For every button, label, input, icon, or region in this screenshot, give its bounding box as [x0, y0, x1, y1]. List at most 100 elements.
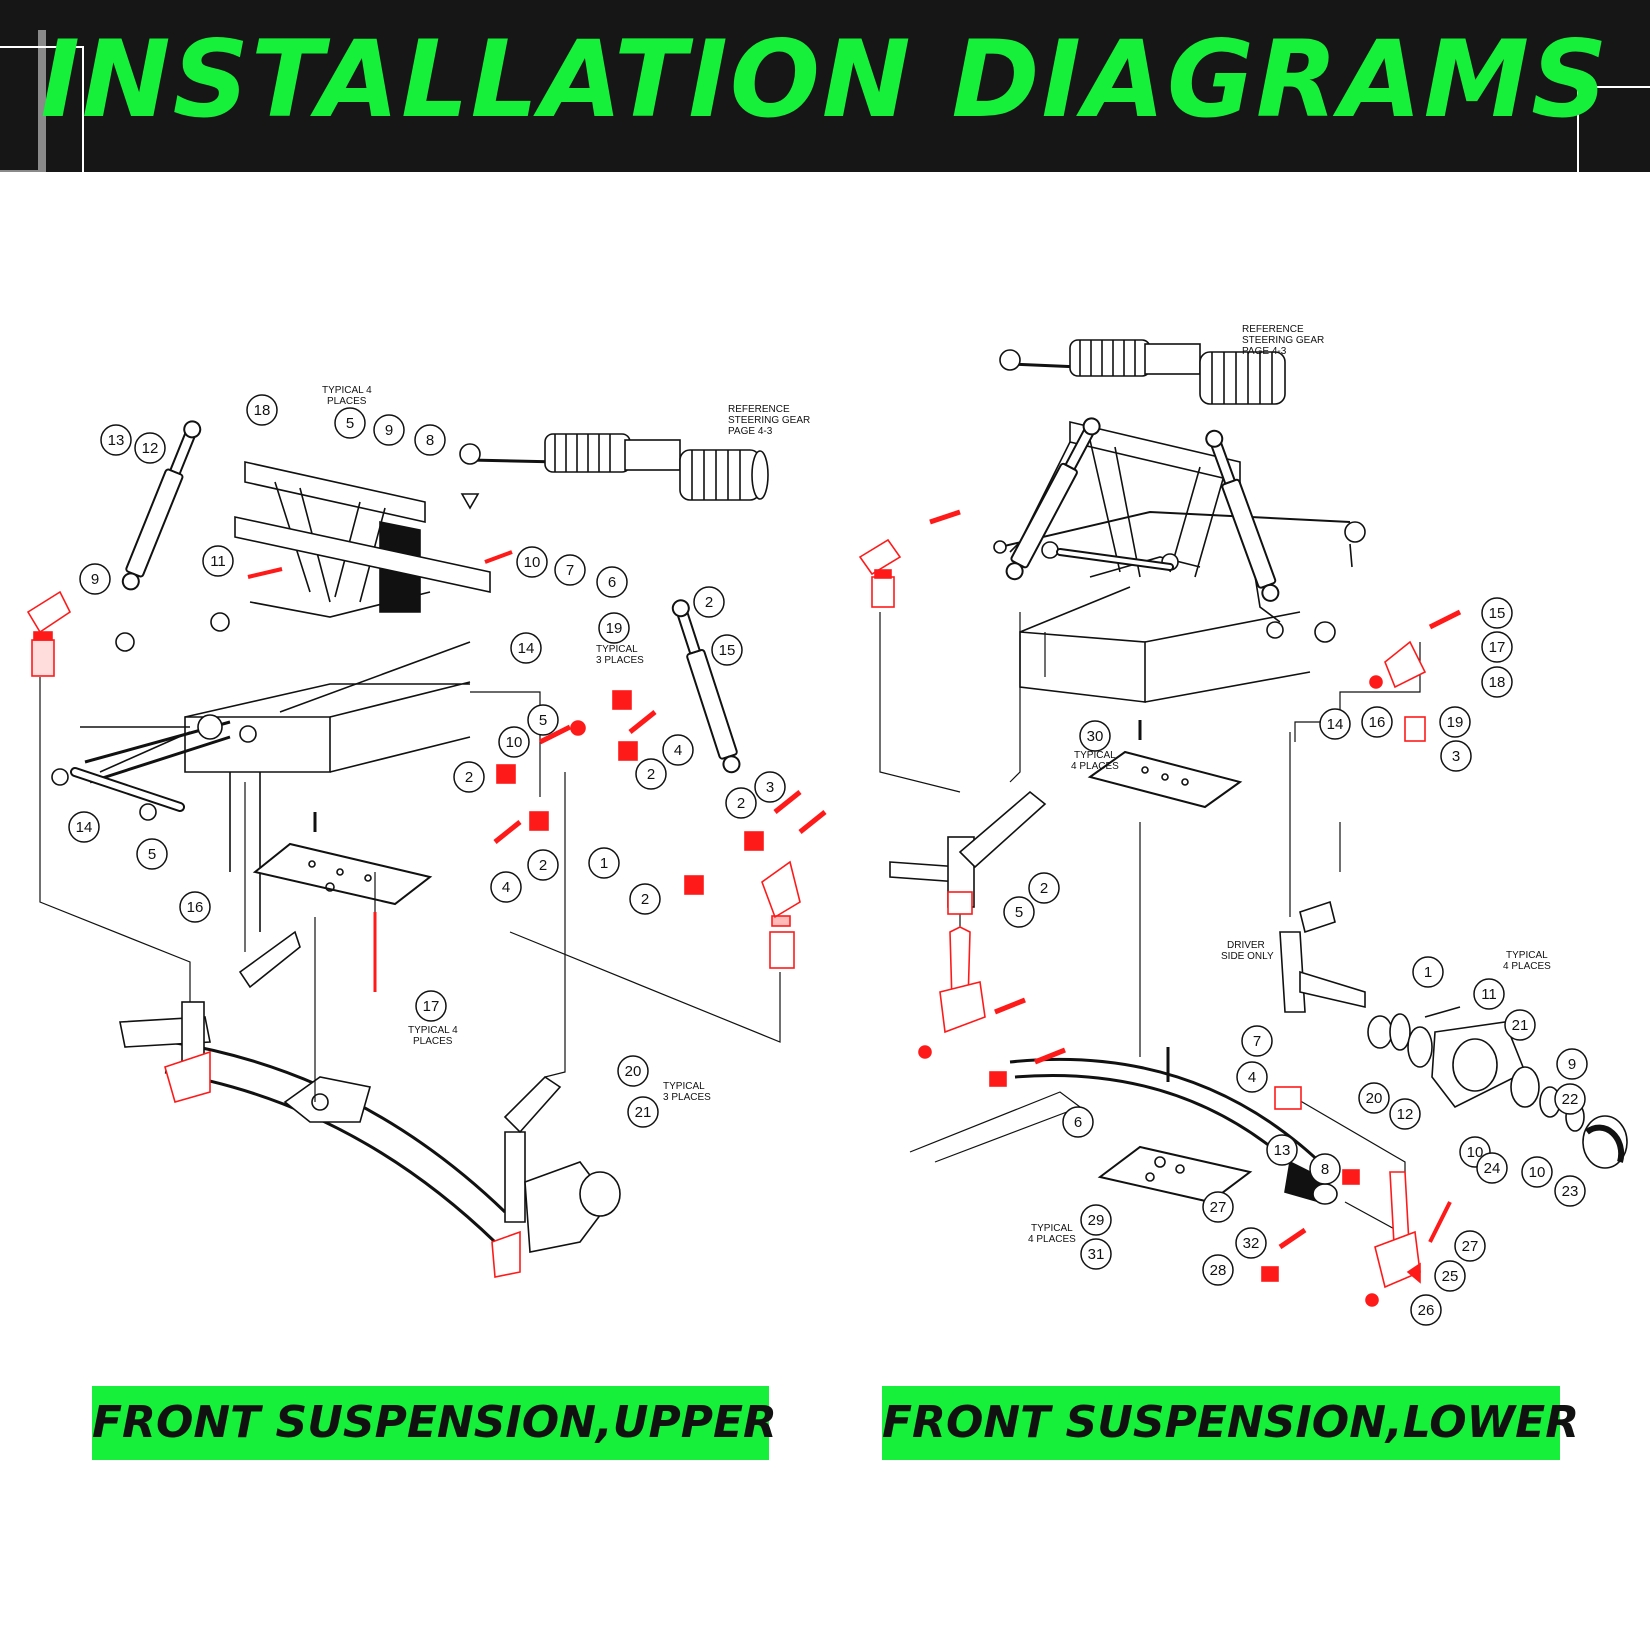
lower-callout-circle-8: [1028, 872, 1060, 904]
upper-callout-circle-10: [596, 566, 628, 598]
lower-callout-circle-28: [1080, 1238, 1112, 1270]
upper-callout-label-31: 21: [635, 1104, 652, 1121]
lower-callout-circle-33: [1410, 1294, 1442, 1326]
note-driver-a: DRIVER: [1227, 940, 1265, 951]
lower-callout-label-16: 12: [1397, 1106, 1414, 1123]
note-typical4-a: TYPICAL: [1074, 750, 1116, 761]
note-typical3b-b: 3 PLACES: [663, 1092, 711, 1103]
lower-callout-circle-22: [1554, 1175, 1586, 1207]
upper-callout-circle-3: [414, 424, 446, 456]
upper-callout-label-25: 2: [539, 857, 547, 874]
upper-callout-label-12: 2: [705, 594, 713, 611]
upper-callout-label-23: 2: [641, 891, 649, 908]
upper-callout-label-9: 7: [566, 562, 574, 579]
lower-callout-circle-1: [1481, 631, 1513, 663]
front-suspension-lower-diagram: [858, 339, 1628, 1307]
right-notes: REFERENCE STEERING GEAR PAGE 4-3 TYPICAL…: [1028, 324, 1551, 1245]
note-ref-a: REFERENCE: [1242, 324, 1304, 335]
upper-callout-circle-17: [453, 761, 485, 793]
lower-callout-circle-12: [1504, 1009, 1536, 1041]
lower-callout-circle-20: [1476, 1152, 1508, 1184]
lower-callout-circle-26: [1202, 1191, 1234, 1223]
lower-callout-circle-18: [1556, 1048, 1588, 1080]
note-typical4c-a: TYPICAL: [1031, 1223, 1073, 1234]
upper-callout-label-0: 18: [254, 402, 271, 419]
upper-callout-circle-18: [662, 734, 694, 766]
upper-callout-label-4: 13: [108, 432, 125, 449]
lower-callout-circle-14: [1236, 1061, 1268, 1093]
upper-callout-label-24: 4: [502, 879, 510, 896]
upper-callout-circle-31: [627, 1096, 659, 1128]
note-typical4-b: 4 PLACES: [1071, 761, 1119, 772]
lower-callout-circle-23: [1266, 1134, 1298, 1166]
lower-callout-circle-32: [1434, 1260, 1466, 1292]
upper-callout-circle-4: [100, 424, 132, 456]
lower-callout-label-26: 27: [1210, 1199, 1227, 1216]
upper-callout-circle-14: [510, 632, 542, 664]
lower-callout-circle-7: [1079, 720, 1111, 752]
upper-callout-circle-8: [516, 546, 548, 578]
lower-callout-circle-0: [1481, 597, 1513, 629]
mounting-plate-left: [252, 812, 433, 906]
note-typical4-top-b: PLACES: [327, 396, 367, 407]
upper-callout-label-15: 5: [539, 712, 547, 729]
note-typical3-a: TYPICAL: [596, 644, 638, 655]
lower-callout-circle-16: [1389, 1098, 1421, 1130]
upper-callout-circle-19: [635, 758, 667, 790]
header-banner: INSTALLATION DIAGRAMS: [0, 0, 1650, 172]
spindles-left: [119, 930, 621, 1253]
upper-callout-circle-27: [136, 838, 168, 870]
upper-callout-label-13: 15: [719, 642, 736, 659]
lower-callout-label-21: 10: [1529, 1164, 1546, 1181]
upper-callout-label-11: 19: [606, 620, 623, 637]
upper-callout-label-16: 10: [506, 734, 523, 751]
upper-callout-label-19: 2: [647, 766, 655, 783]
front-suspension-upper-diagram: [26, 417, 827, 1278]
lower-callout-label-13: 7: [1253, 1033, 1261, 1050]
lower-callout-circle-4: [1361, 706, 1393, 738]
lower-callout-circle-2: [1481, 666, 1513, 698]
lower-callout-label-30: 28: [1210, 1262, 1227, 1279]
lower-callout-label-29: 32: [1243, 1235, 1260, 1252]
lower-callout-label-4: 16: [1369, 714, 1386, 731]
note-ref-b: STEERING GEAR: [728, 415, 810, 426]
page-title: INSTALLATION DIAGRAMS: [40, 18, 1610, 141]
leader-lines-left: [39, 677, 781, 1102]
lower-callout-label-22: 23: [1562, 1183, 1579, 1200]
lower-callout-label-25: 8: [1321, 1161, 1329, 1178]
note-typical4-top-a: TYPICAL 4: [322, 385, 372, 396]
upper-callout-label-17: 2: [465, 769, 473, 786]
lower-callout-label-32: 25: [1442, 1268, 1459, 1285]
lower-callout-circle-24: [1062, 1106, 1094, 1138]
upper-callout-label-3: 8: [426, 432, 434, 449]
upper-callout-circle-13: [711, 634, 743, 666]
lower-callout-circle-5: [1439, 706, 1471, 738]
upper-callout-circle-7: [79, 563, 111, 595]
upper-callout-circle-21: [725, 787, 757, 819]
upper-callout-circle-30: [617, 1055, 649, 1087]
lower-callout-circle-29: [1235, 1227, 1267, 1259]
lower-callout-circle-21: [1521, 1156, 1553, 1188]
header-frame-decoration-left-inner: [0, 30, 46, 172]
lower-callout-label-18: 9: [1568, 1056, 1576, 1073]
lower-callout-circle-19: [1554, 1083, 1586, 1115]
upper-callout-circle-5: [134, 432, 166, 464]
upper-callout-label-20: 3: [766, 779, 774, 796]
steering-gear-left: [459, 433, 769, 510]
note-ref-c: PAGE 4-3: [1242, 346, 1287, 357]
upper-callout-label-10: 6: [608, 574, 616, 591]
upper-callout-label-18: 4: [674, 742, 682, 759]
lower-callout-label-7: 30: [1087, 728, 1104, 745]
note-typical4b-a: TYPICAL: [1506, 950, 1548, 961]
upper-callout-label-22: 1: [600, 855, 608, 872]
lower-callout-label-9: 5: [1015, 904, 1023, 921]
lower-callout-label-5: 19: [1447, 714, 1464, 731]
note-ref-b: STEERING GEAR: [1242, 335, 1324, 346]
upper-callout-circle-0: [246, 394, 278, 426]
note-typical4-bot-b: PLACES: [413, 1036, 453, 1047]
upper-callout-label-14: 14: [518, 640, 535, 657]
frame-right: [1019, 541, 1336, 703]
upper-callout-label-21: 2: [737, 795, 745, 812]
upper-callout-label-29: 17: [423, 998, 440, 1015]
red-parts-right: [858, 509, 1462, 1307]
